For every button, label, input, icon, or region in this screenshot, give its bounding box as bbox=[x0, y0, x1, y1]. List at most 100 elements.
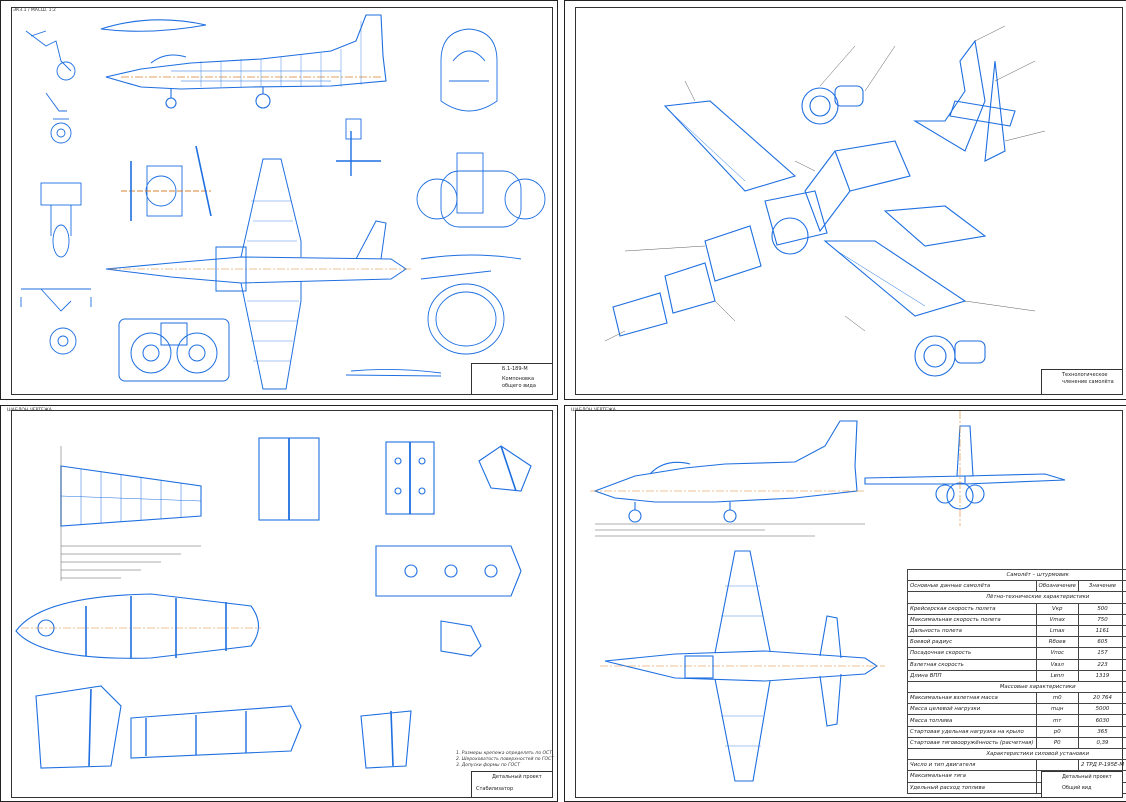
section-k-k bbox=[121, 146, 211, 221]
note-3: 3. Допуски формы по ГОСТ bbox=[456, 763, 520, 768]
spec-param-symbol: p0 bbox=[1036, 726, 1078, 737]
title-line-2: Компоновка bbox=[502, 376, 534, 382]
spec-row: Посадочная скоростьVпос157км/ч bbox=[908, 648, 1126, 659]
title-line-2: Общий вид bbox=[1062, 785, 1091, 791]
spec-param-symbol: Vmax bbox=[1036, 614, 1078, 625]
spec-param-value: 1319 bbox=[1078, 670, 1126, 681]
spec-param-name: Дальность полета bbox=[908, 625, 1037, 636]
title-block: Детальный проект Стабилизатор bbox=[471, 771, 553, 798]
exploded-fuselage bbox=[613, 141, 910, 336]
spec-param-name: Максимальная взлетная масса bbox=[908, 693, 1037, 704]
spec-param-name: Число и тип двигателя bbox=[908, 760, 1037, 771]
plan-view bbox=[600, 551, 885, 781]
spec-param-symbol: mцн bbox=[1036, 704, 1078, 715]
front-view-sections bbox=[336, 29, 545, 376]
rib-profile bbox=[16, 594, 261, 658]
spec-section-title: Лётно-технические характеристики bbox=[908, 592, 1126, 603]
front-view bbox=[865, 411, 1065, 526]
spec-param-value: 6030 bbox=[1078, 715, 1126, 726]
spec-param-symbol: Vпос bbox=[1036, 648, 1078, 659]
spec-row: Дальность полетаLmax1161км bbox=[908, 625, 1126, 636]
title-line-1: Детальный проект bbox=[492, 774, 542, 780]
spec-section-title: Характеристики силовой установки bbox=[908, 749, 1126, 760]
stabilizer-plan bbox=[61, 446, 201, 581]
spec-param-name: Стартовая тяговооружённость (расчетная) bbox=[908, 737, 1037, 748]
exploded-engines bbox=[802, 86, 985, 376]
spec-param-name: Масса топлива bbox=[908, 715, 1037, 726]
title-line-3: общего вида bbox=[502, 383, 536, 389]
title-line-1: Детальный проект bbox=[1062, 774, 1112, 780]
spec-row: Боевой радиусRбоев605км bbox=[908, 637, 1126, 648]
spec-param-value: 0,39 bbox=[1078, 737, 1126, 748]
plan-view bbox=[106, 159, 411, 389]
spec-row: Взлетная скоростьVвзл223км/ч bbox=[908, 659, 1126, 670]
spec-param-value: 223 bbox=[1078, 659, 1126, 670]
title-line-1: Б.1-189-М bbox=[502, 366, 528, 372]
spec-param-name: Боевой радиус bbox=[908, 637, 1037, 648]
spec-section-row: Характеристики силовой установки bbox=[908, 749, 1126, 760]
spec-param-value: 157 bbox=[1078, 648, 1126, 659]
spec-param-value: 605 bbox=[1078, 637, 1126, 648]
spec-row: Масса топливаmт6030кг bbox=[908, 715, 1126, 726]
lower-sections bbox=[36, 686, 411, 768]
title-block: Детальный проект Общий вид bbox=[1041, 771, 1123, 798]
title-line-1: Технологическое bbox=[1062, 372, 1107, 378]
sheet-general-layout: ЭКЗ.1 / МАСШ. 1:2 bbox=[0, 0, 558, 400]
note-1: 1. Размеры крепежа определять по ОСТ bbox=[456, 751, 552, 756]
spec-title-row: Самолёт – штурмовик bbox=[908, 570, 1126, 581]
spec-param-name: Стартовая удельная нагрузка на крыло bbox=[908, 726, 1037, 737]
spec-param-symbol bbox=[1036, 760, 1078, 771]
spec-param-value: 5000 bbox=[1078, 704, 1126, 715]
landing-gear-details bbox=[21, 31, 91, 354]
leader-lines bbox=[605, 26, 1045, 341]
title-line-2: членение самолёта bbox=[1062, 379, 1114, 385]
spec-param-symbol: Vкр bbox=[1036, 603, 1078, 614]
spec-param-name: Длина ВПП bbox=[908, 670, 1037, 681]
engine-front-view bbox=[119, 319, 229, 381]
title-block: Б.1-189-М Компоновка общего вида bbox=[471, 363, 553, 395]
spec-row: Максимальная скорость полетаVmax750км/ч bbox=[908, 614, 1126, 625]
spec-section-row: Лётно-технические характеристики bbox=[908, 592, 1126, 603]
section-views bbox=[259, 438, 531, 656]
spec-row: Стартовая тяговооружённость (расчетная)P… bbox=[908, 737, 1126, 748]
spec-param-value: 750 bbox=[1078, 614, 1126, 625]
sheet-exploded-assembly: Технологическое членение самолёта bbox=[564, 0, 1126, 400]
spec-param-name: Максимальная скорость полета bbox=[908, 614, 1037, 625]
spec-row: Длина ВППLвпп1319м bbox=[908, 670, 1126, 681]
general-layout-drawing bbox=[1, 1, 557, 399]
side-view bbox=[590, 421, 865, 536]
spec-param-name: Масса целевой нагрузки bbox=[908, 704, 1037, 715]
spec-param-value: 20 764 bbox=[1078, 693, 1126, 704]
spec-header-sym: Обозначение bbox=[1036, 581, 1078, 592]
spec-header-val: Значение bbox=[1078, 581, 1126, 592]
sheet-stabilizer: ШАБЛОН ЧЕРТЕЖА 1. Размеры крепежа опреде… bbox=[0, 405, 558, 802]
fuselage-side-view bbox=[106, 15, 386, 108]
exploded-view-drawing bbox=[565, 1, 1126, 399]
spec-param-symbol: Vвзл bbox=[1036, 659, 1078, 670]
spec-section-row: Массовые характеристики bbox=[908, 681, 1126, 692]
spec-param-name: Взлетная скорость bbox=[908, 659, 1037, 670]
spec-param-symbol: m0 bbox=[1036, 693, 1078, 704]
spec-param-value: 1161 bbox=[1078, 625, 1126, 636]
spec-header-name: Основные данные самолёта bbox=[908, 581, 1037, 592]
spec-param-value: 2 ТРД Р-195Е-М bbox=[1078, 760, 1126, 771]
exploded-wings bbox=[665, 101, 985, 316]
title-line-2: Стабилизатор bbox=[476, 786, 513, 792]
spec-row: Масса целевой нагрузкиmцн5000кг bbox=[908, 704, 1126, 715]
spec-param-symbol: Lвпп bbox=[1036, 670, 1078, 681]
spec-param-name: Крейсерская скорость полета bbox=[908, 603, 1037, 614]
airfoil-section bbox=[101, 20, 206, 31]
spec-title: Самолёт – штурмовик bbox=[908, 570, 1126, 581]
note-2: 2. Шероховатость поверхностей по ГОСТ bbox=[456, 757, 554, 762]
spec-param-symbol: P0 bbox=[1036, 737, 1078, 748]
stabilizer-drawing bbox=[1, 406, 557, 801]
spec-param-symbol: Lmax bbox=[1036, 625, 1078, 636]
title-block: Технологическое членение самолёта bbox=[1041, 369, 1123, 395]
spec-param-name: Посадочная скорость bbox=[908, 648, 1037, 659]
exploded-tail bbox=[915, 41, 1015, 161]
